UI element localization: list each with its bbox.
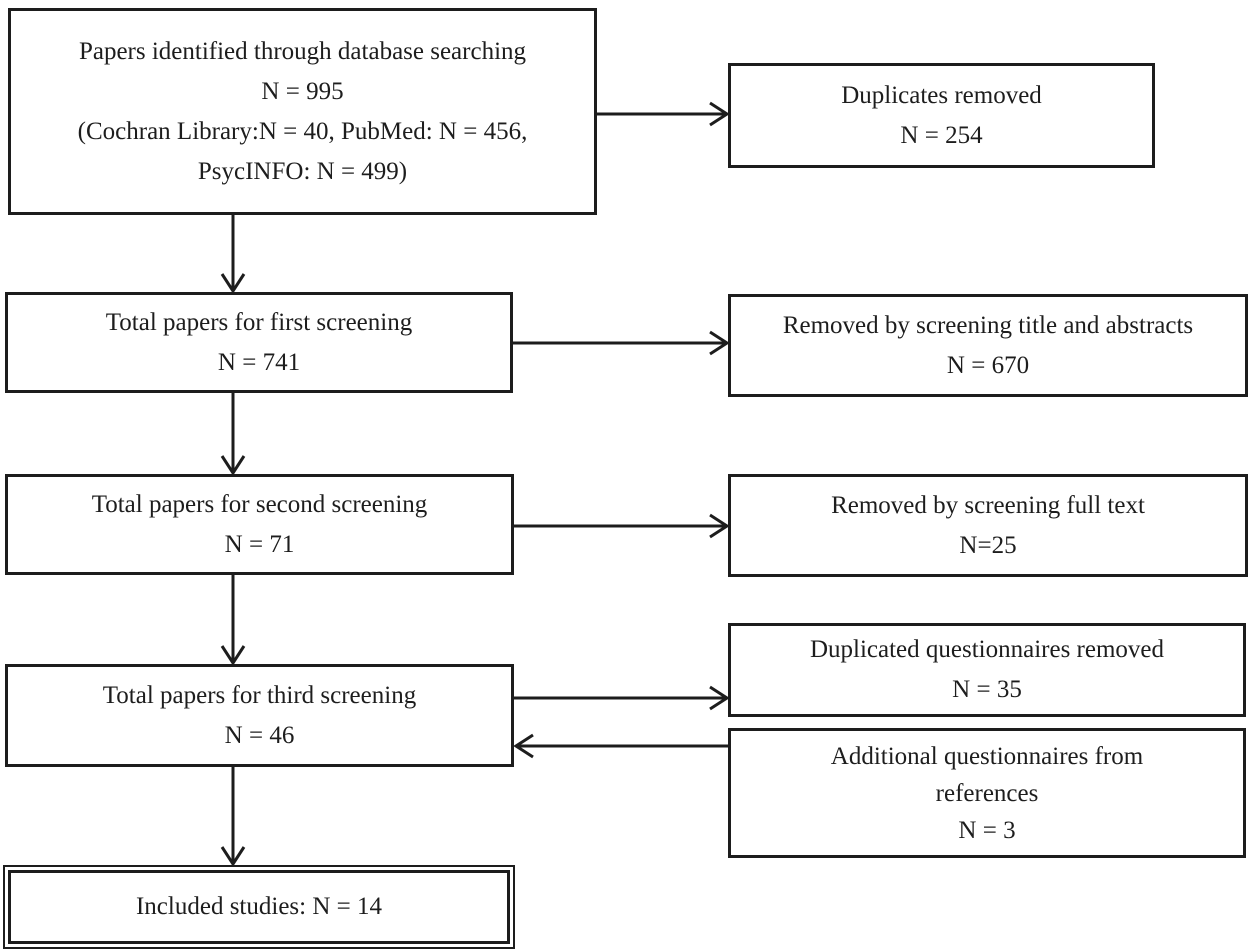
arrow-identified-to-first-screening — [220, 215, 246, 294]
box-line: references — [935, 779, 1039, 807]
box-line: PsycINFO: N = 499) — [197, 157, 408, 185]
box-line: N = 741 — [217, 348, 301, 376]
papers-identified-box: Papers identified through database searc… — [8, 8, 597, 215]
box-line: N = 35 — [952, 676, 1022, 703]
box-line: Papers identified through database searc… — [78, 37, 527, 65]
arrow-first-screening-to-second-screening — [220, 393, 246, 476]
box-line: N = 670 — [946, 351, 1030, 379]
arrow-third-screening-to-included — [220, 767, 246, 867]
included-studies-box: Included studies: N = 14 — [3, 865, 515, 949]
arrow-second-screening-to-third-screening — [220, 575, 246, 666]
box-line: N = 71 — [224, 530, 295, 558]
box-line: N = 3 — [958, 816, 1016, 844]
duplicated-questionnaires-box: Duplicated questionnaires removed N = 35 — [728, 623, 1246, 717]
box-line: Included studies: N = 14 — [135, 893, 382, 920]
first-screening-box: Total papers for first screening N = 741 — [5, 292, 513, 393]
arrow-second-screening-to-removed-full-text — [514, 513, 730, 539]
box-line: N=25 — [959, 531, 1017, 559]
third-screening-box: Total papers for third screening N = 46 — [5, 664, 514, 767]
removed-full-text-box: Removed by screening full text N=25 — [728, 474, 1248, 577]
box-line: Removed by screening title and abstracts — [782, 311, 1194, 339]
arrow-additional-questionnaires-to-third-screening — [513, 733, 728, 759]
box-line: Removed by screening full text — [831, 491, 1145, 519]
removed-title-abstracts-box: Removed by screening title and abstracts… — [728, 294, 1248, 397]
box-line: Duplicated questionnaires removed — [809, 636, 1165, 663]
box-line: N = 46 — [224, 721, 295, 749]
box-line: Duplicates removed — [841, 81, 1042, 109]
arrow-first-screening-to-removed-title-abstracts — [513, 330, 730, 356]
second-screening-box: Total papers for second screening N = 71 — [5, 474, 514, 575]
box-line: Total papers for second screening — [91, 490, 428, 518]
box-line: N = 254 — [900, 121, 983, 149]
box-line: Additional questionnaires from — [830, 742, 1144, 770]
arrow-identified-to-duplicates-removed — [597, 101, 730, 127]
box-line: Total papers for first screening — [105, 308, 413, 336]
duplicates-removed-box: Duplicates removed N = 254 — [728, 63, 1155, 168]
box-line: Total papers for third screening — [102, 681, 417, 709]
box-line: N = 995 — [261, 77, 344, 105]
included-studies-inner-border: Included studies: N = 14 — [8, 870, 510, 944]
arrow-third-screening-to-duplicated-questionnaires — [514, 685, 730, 711]
box-line: (Cochran Library:N = 40, PubMed: N = 456… — [77, 117, 528, 145]
additional-questionnaires-box: Additional questionnaires from reference… — [728, 728, 1246, 858]
